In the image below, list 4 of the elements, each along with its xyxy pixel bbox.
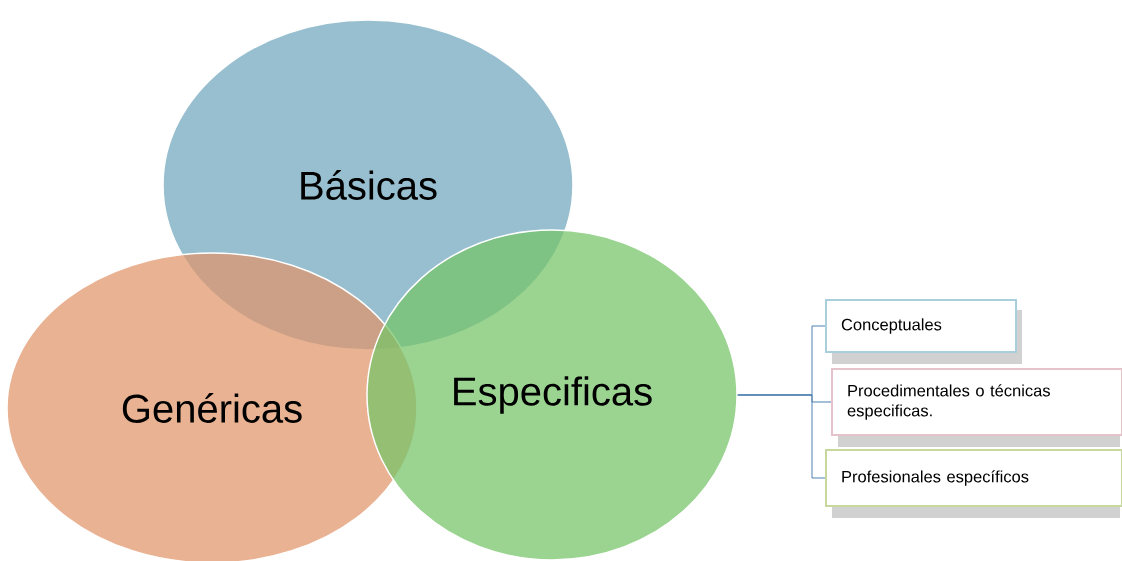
text-box: Profesionales específicos (825, 449, 1122, 507)
connector-line (737, 394, 826, 479)
text-box: Procedimentales o técnicas especificas. (831, 368, 1122, 436)
text-box: Conceptuales (825, 299, 1017, 353)
